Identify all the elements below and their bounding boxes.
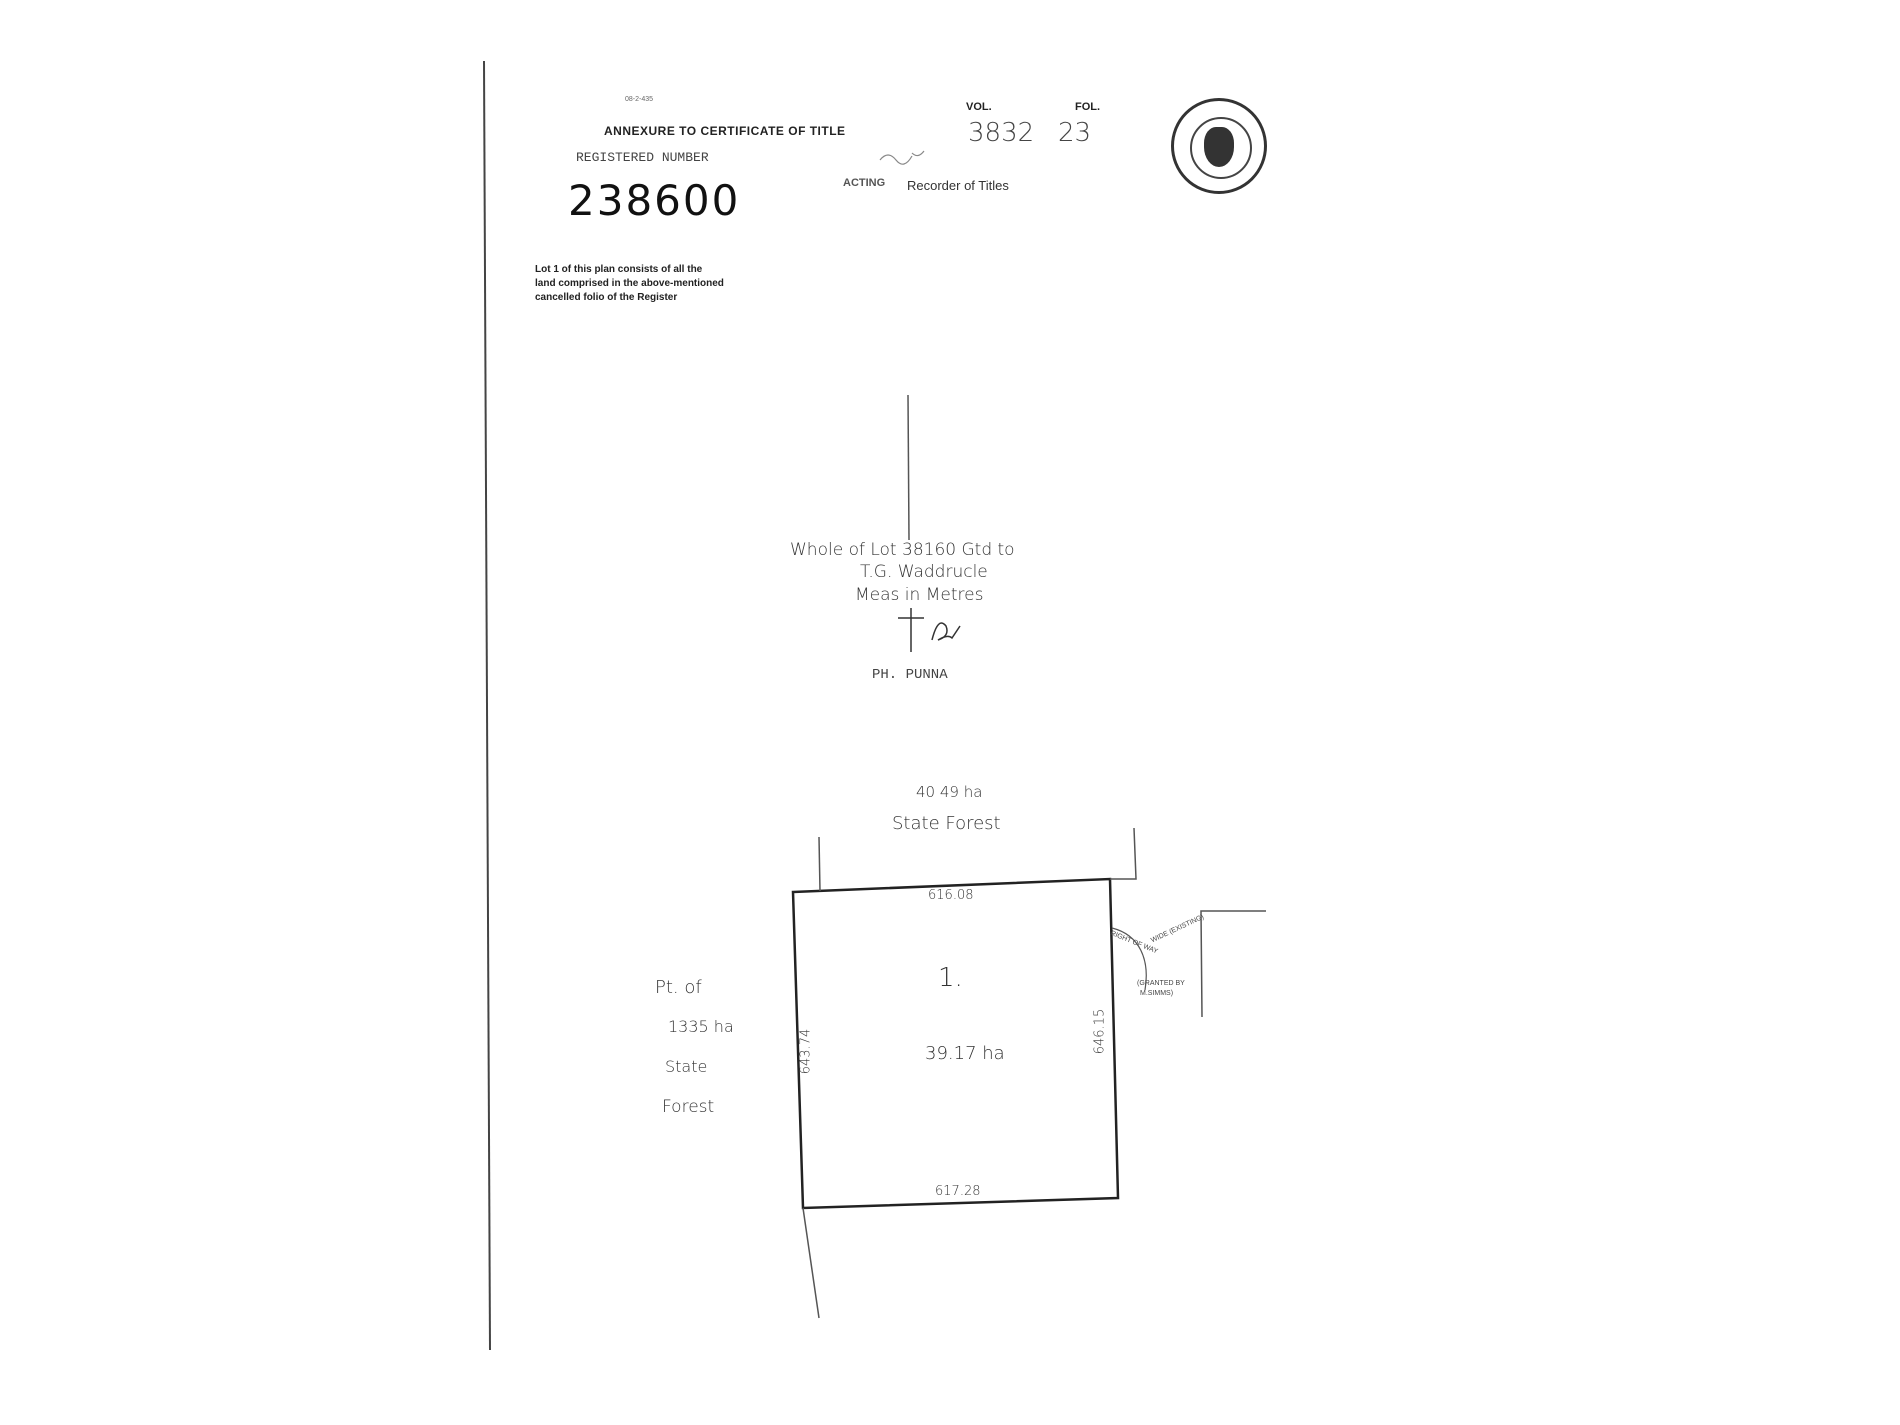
- left-dimension: 643.74: [798, 1028, 814, 1075]
- note-line: cancelled folio of the Register: [535, 292, 678, 303]
- lot-area: 39.17 ha: [925, 1043, 1005, 1064]
- north-area: 40 49 ha: [916, 783, 983, 801]
- certification-line-3: Meas in Metres: [855, 585, 984, 605]
- certification-line-1: Whole of Lot 38160 Gtd to: [790, 540, 1015, 560]
- west-label-line: Forest: [662, 1097, 715, 1117]
- lot-1-boundary: [791, 877, 1120, 1210]
- fol-label: FOL.: [1075, 101, 1101, 113]
- document-title: ANNEXURE TO CERTIFICATE OF TITLE: [604, 124, 846, 138]
- right-of-way-leader: [1111, 927, 1147, 991]
- note-line: land comprised in the above-mentioned: [535, 278, 724, 289]
- signatory-name: PH. PUNNA: [872, 667, 948, 683]
- registered-number-label: REGISTERED NUMBER: [576, 150, 709, 165]
- north-line: [907, 394, 910, 541]
- granted-by-line: (GRANTED BY: [1137, 980, 1185, 987]
- top-dimension: 616.08: [928, 888, 974, 903]
- west-label-line: 1335 ha: [668, 1017, 734, 1036]
- certification-line-2: T.G. Waddrucle: [860, 562, 988, 582]
- row-boundary: [1200, 910, 1266, 1018]
- boundary-line-nw: [818, 836, 821, 892]
- signature-mark: [879, 150, 925, 165]
- recorder-label: Recorder of Titles: [907, 178, 1009, 193]
- acting-label: ACTING: [843, 177, 886, 189]
- cancelled-folio-note: Lot 1 of this plan consists of all the l…: [535, 263, 724, 305]
- registered-number: 238600: [568, 176, 741, 225]
- note-line: Lot 1 of this plan consists of all the: [535, 264, 703, 275]
- west-label-line: Pt. of: [655, 977, 702, 998]
- left-margin-line: [483, 60, 491, 1351]
- north-label: State Forest: [892, 813, 1001, 834]
- right-dimension: 646.15: [1092, 1008, 1108, 1055]
- form-code: 08-2-435: [625, 96, 654, 103]
- fol-value: 23: [1058, 118, 1092, 148]
- vol-value: 3832: [968, 118, 1035, 148]
- bottom-dimension: 617.28: [935, 1184, 981, 1199]
- lot-number: 1.: [938, 963, 963, 993]
- recorder-of-titles-seal: [1171, 98, 1267, 194]
- west-label-line: State: [665, 1057, 708, 1076]
- vol-label: VOL.: [966, 101, 992, 113]
- boundary-line-south: [802, 1207, 820, 1319]
- boundary-line-ne: [1110, 827, 1137, 880]
- granted-by-name: M.SIMMS): [1140, 990, 1174, 997]
- surveyor-signature: [898, 608, 961, 652]
